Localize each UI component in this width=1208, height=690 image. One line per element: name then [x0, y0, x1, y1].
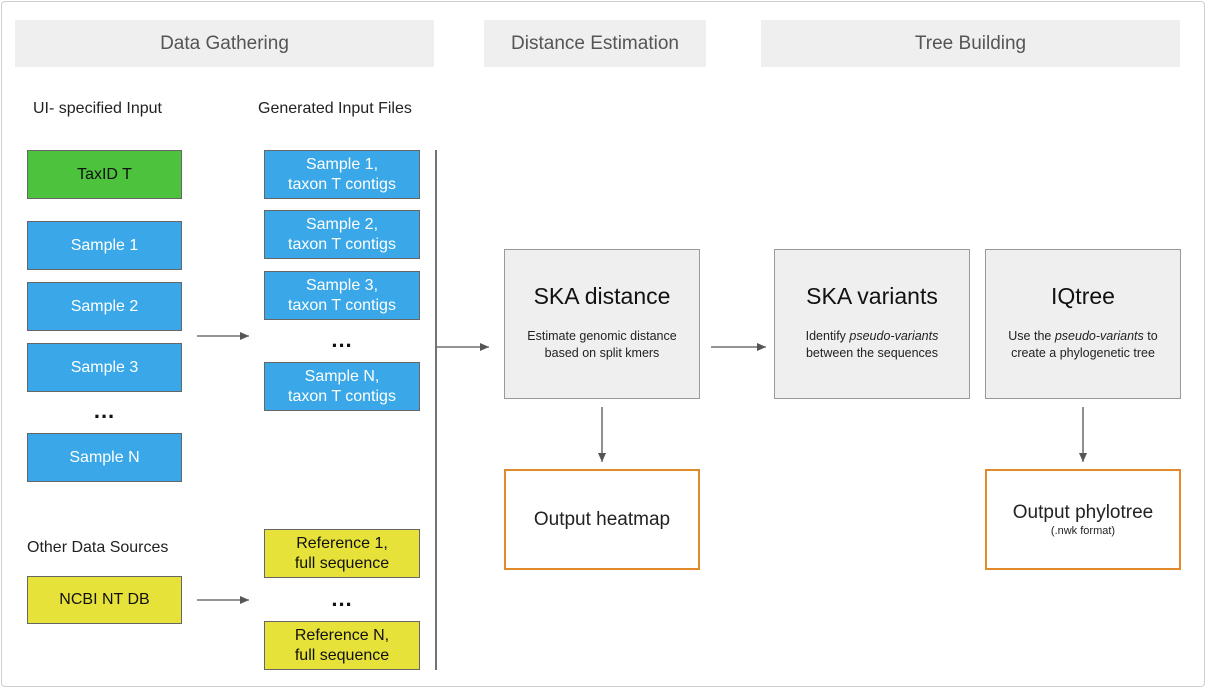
reference-n-line2: full sequence — [294, 646, 390, 664]
reference-n-line1: Reference N, — [294, 626, 390, 644]
ui-input-label: UI- specified Input — [33, 100, 162, 117]
iqtree-box: IQtree Use the pseudo-variants to create… — [985, 249, 1181, 399]
ska-variants-desc: Identify pseudo-variants between the seq… — [806, 328, 939, 362]
contigs-2-line2: taxon T contigs — [288, 235, 396, 253]
iqtree-desc-line2: create a phylogenetic tree — [1011, 346, 1155, 360]
taxid-label: TaxID T — [77, 165, 132, 183]
output-heatmap-box: Output heatmap — [504, 469, 700, 570]
iqtree-title: IQtree — [1051, 283, 1115, 309]
reference-1-box: Reference 1, full sequence — [264, 529, 420, 578]
iqtree-desc-em: pseudo-variants — [1054, 329, 1144, 343]
ska-distance-desc: Estimate genomic distance based on split… — [527, 328, 676, 362]
stage-data-gathering: Data Gathering — [15, 20, 434, 67]
taxid-box: TaxID T — [27, 150, 182, 199]
ska-variants-desc-line2: between the sequences — [805, 346, 939, 360]
output-phylotree-box: Output phylotree (.nwk format) — [985, 469, 1181, 570]
ska-distance-box: SKA distance Estimate genomic distance b… — [504, 249, 700, 399]
output-phylotree-label: Output phylotree — [1012, 501, 1154, 523]
contigs-2-box: Sample 2, taxon T contigs — [264, 210, 420, 259]
sample-2-box: Sample 2 — [27, 282, 182, 331]
contigs-n-line2: taxon T contigs — [288, 387, 396, 405]
contigs-n-line1: Sample N, — [304, 367, 380, 385]
contigs-n-box: Sample N, taxon T contigs — [264, 362, 420, 411]
ska-variants-desc-em: pseudo-variants — [849, 329, 939, 343]
sample-2-label: Sample 2 — [70, 297, 139, 315]
ncbi-label: NCBI NT DB — [59, 591, 150, 608]
ska-variants-desc-pre: Identify — [805, 329, 850, 343]
contigs-3-box: Sample 3, taxon T contigs — [264, 271, 420, 320]
generated-files-label: Generated Input Files — [258, 100, 412, 117]
iqtree-desc: Use the pseudo-variants to create a phyl… — [1008, 328, 1157, 362]
reference-n-box: Reference N, full sequence — [264, 621, 420, 670]
sample-n-box: Sample N — [27, 433, 182, 482]
stage-distance-estimation: Distance Estimation — [484, 20, 706, 67]
iqtree-desc-line1: Use the pseudo-variants to — [1008, 328, 1157, 345]
sample-n-label: Sample N — [69, 448, 140, 466]
contigs-ellipsis: ... — [331, 327, 353, 352]
output-heatmap-label: Output heatmap — [533, 508, 671, 530]
ska-variants-desc-line1: Identify pseudo-variants — [806, 328, 939, 345]
sample-3-box: Sample 3 — [27, 343, 182, 392]
reference-1-line1: Reference 1, — [296, 534, 388, 552]
other-sources-label: Other Data Sources — [27, 539, 169, 556]
sample-1-box: Sample 1 — [27, 221, 182, 270]
iqtree-desc-pre: Use the — [1008, 329, 1055, 343]
contigs-3-line1: Sample 3, — [305, 276, 379, 294]
iqtree-desc-mid: to — [1143, 329, 1158, 343]
contigs-1-box: Sample 1, taxon T contigs — [264, 150, 420, 199]
contigs-3-line2: taxon T contigs — [288, 296, 396, 314]
reference-1-line2: full sequence — [294, 554, 390, 572]
ska-distance-desc-line2: based on split kmers — [544, 346, 660, 360]
contigs-2-line1: Sample 2, — [305, 215, 379, 233]
output-phylotree-note: (.nwk format) — [1050, 524, 1116, 537]
ska-variants-box: SKA variants Identify pseudo-variants be… — [774, 249, 970, 399]
ska-distance-title: SKA distance — [533, 283, 671, 309]
contigs-1-line1: Sample 1, — [305, 155, 379, 173]
ska-distance-desc-line1: Estimate genomic distance — [527, 329, 677, 343]
samples-ellipsis: ... — [93, 398, 116, 423]
stage-tree-building: Tree Building — [761, 20, 1180, 67]
sample-3-label: Sample 3 — [70, 358, 139, 376]
ncbi-nt-db-box: NCBI NT DB — [27, 576, 182, 624]
ska-variants-title: SKA variants — [806, 283, 938, 309]
sample-1-label: Sample 1 — [70, 236, 139, 254]
contigs-1-line2: taxon T contigs — [288, 175, 396, 193]
references-ellipsis: ... — [331, 586, 353, 611]
